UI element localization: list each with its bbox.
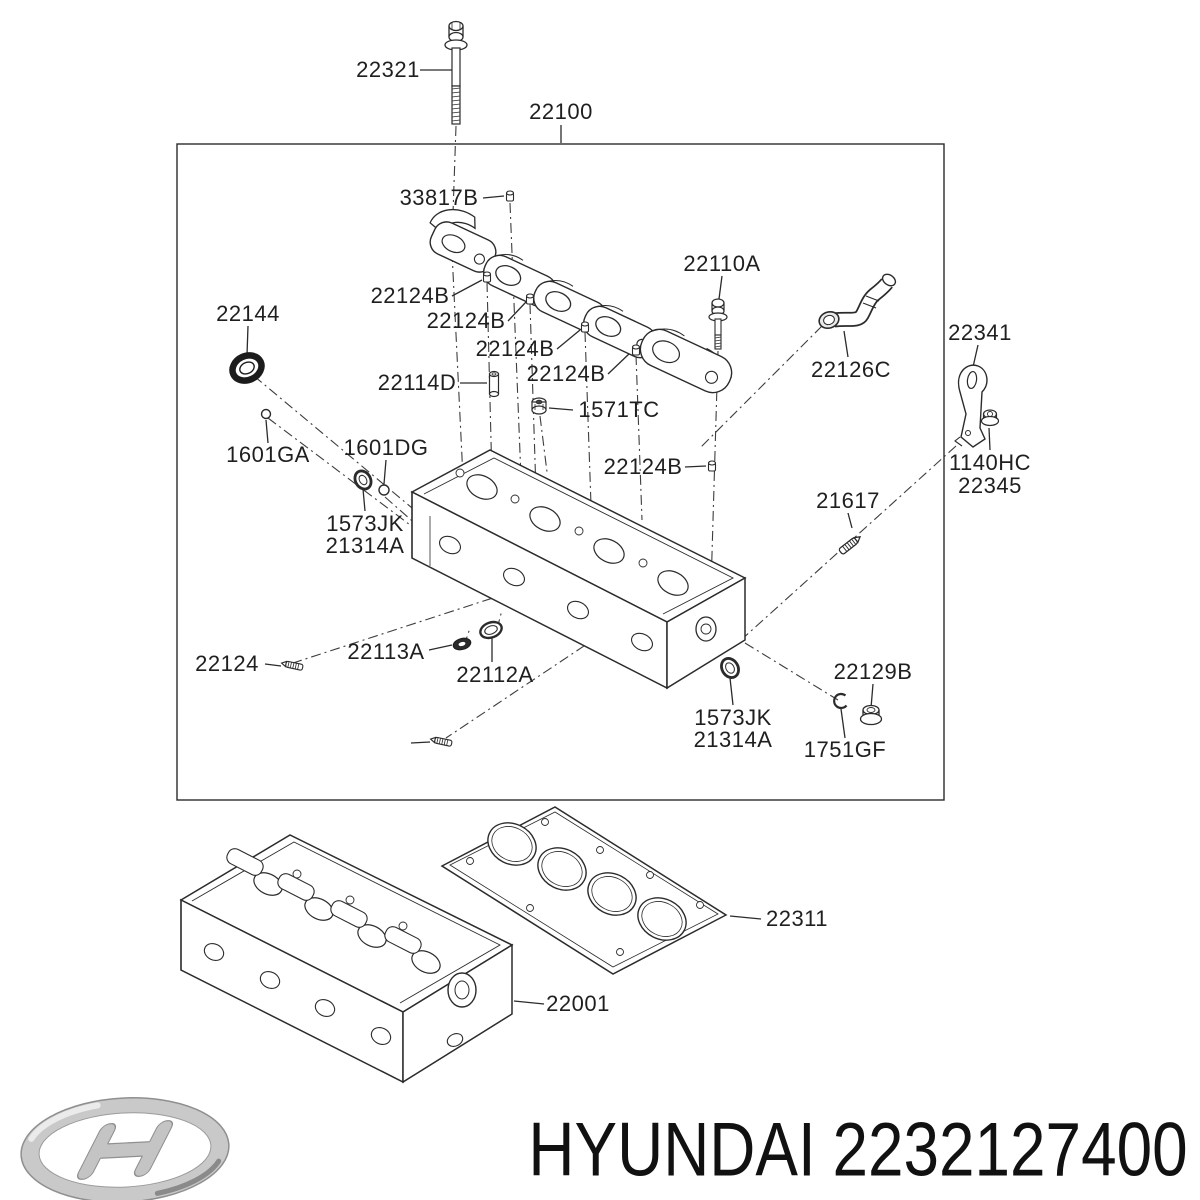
screw-22124-lower-drawing <box>429 735 453 748</box>
plug-1601ga-drawing <box>260 408 272 420</box>
cap-1571tc-drawing <box>531 397 547 415</box>
screw-21617-drawing <box>837 533 863 556</box>
callout-1573jk-right: 1573JK <box>694 705 772 730</box>
hyundai-logo-icon <box>20 1097 230 1200</box>
callout-22113a: 22113A <box>347 639 425 664</box>
callout-21617: 21617 <box>816 488 880 513</box>
callout-22341: 22341 <box>948 320 1012 345</box>
callout-22144: 22144 <box>216 301 280 326</box>
callout-22112a: 22112A <box>456 662 534 687</box>
callout-21314a-right: 21314A <box>693 727 773 752</box>
callout-22126c: 22126C <box>810 357 892 382</box>
seal-1573jk-left-drawing <box>353 469 373 491</box>
plug-1601dg-drawing <box>378 484 390 496</box>
callout-1140hc: 1140HC <box>948 450 1032 475</box>
callout-1573jk-left: 1573JK <box>326 511 404 536</box>
part-number: 2232127400 <box>832 1107 1188 1193</box>
callout-22001: 22001 <box>546 991 610 1016</box>
cylinder-head-22001-drawing <box>179 834 514 1084</box>
callout-33817b: 33817B <box>399 185 479 210</box>
cylinder-head-22100-drawing <box>410 449 747 690</box>
bolt-22321-drawing <box>444 20 468 125</box>
screw-22124-left-drawing <box>280 659 304 672</box>
leader-lines <box>246 69 991 1005</box>
callout-22124b-5: 22124B <box>603 454 683 479</box>
callout-1601ga: 1601GA <box>226 442 310 467</box>
camshaft-caps-drawing <box>429 190 733 472</box>
clip-1751gf-drawing <box>833 692 848 710</box>
guide-22114d-drawing <box>488 370 500 398</box>
ring-22113a-drawing <box>452 637 472 651</box>
callout-1571tc: 1571TC <box>578 397 660 422</box>
nut-22129b-drawing <box>859 704 883 726</box>
gasket-22311-drawing <box>440 806 728 975</box>
callout-21314a-left: 21314A <box>325 533 405 558</box>
callout-22124b-3: 22124B <box>475 336 555 361</box>
callout-22124-left: 22124 <box>195 651 259 676</box>
callout-22110a: 22110A <box>683 251 761 276</box>
callout-1601dg: 1601DG <box>343 435 429 460</box>
brand-name: HYUNDAI <box>528 1107 816 1193</box>
callout-22114d: 22114D <box>377 370 457 395</box>
callout-22311: 22311 <box>765 906 829 931</box>
callout-22124b-2: 22124B <box>426 308 506 333</box>
callout-1751gf: 1751GF <box>803 737 887 762</box>
assembly-box-22100 <box>176 143 945 801</box>
ring-22112a-drawing <box>479 620 503 640</box>
seal-22144-drawing <box>229 352 265 384</box>
nut-1140hc-drawing <box>980 409 1000 427</box>
callout-22129b: 22129B <box>833 659 913 684</box>
callout-22100: 22100 <box>529 99 593 124</box>
bolt-22110a-drawing <box>708 298 728 350</box>
callout-22124b-1: 22124B <box>370 283 450 308</box>
callout-22345: 22345 <box>958 473 1022 498</box>
seal-1573jk-right-drawing <box>720 657 740 679</box>
bracket-22341-drawing <box>954 364 988 448</box>
callout-22124b-4: 22124B <box>526 361 606 386</box>
callout-22321: 22321 <box>356 57 420 82</box>
hose-22126c-drawing <box>818 273 897 330</box>
